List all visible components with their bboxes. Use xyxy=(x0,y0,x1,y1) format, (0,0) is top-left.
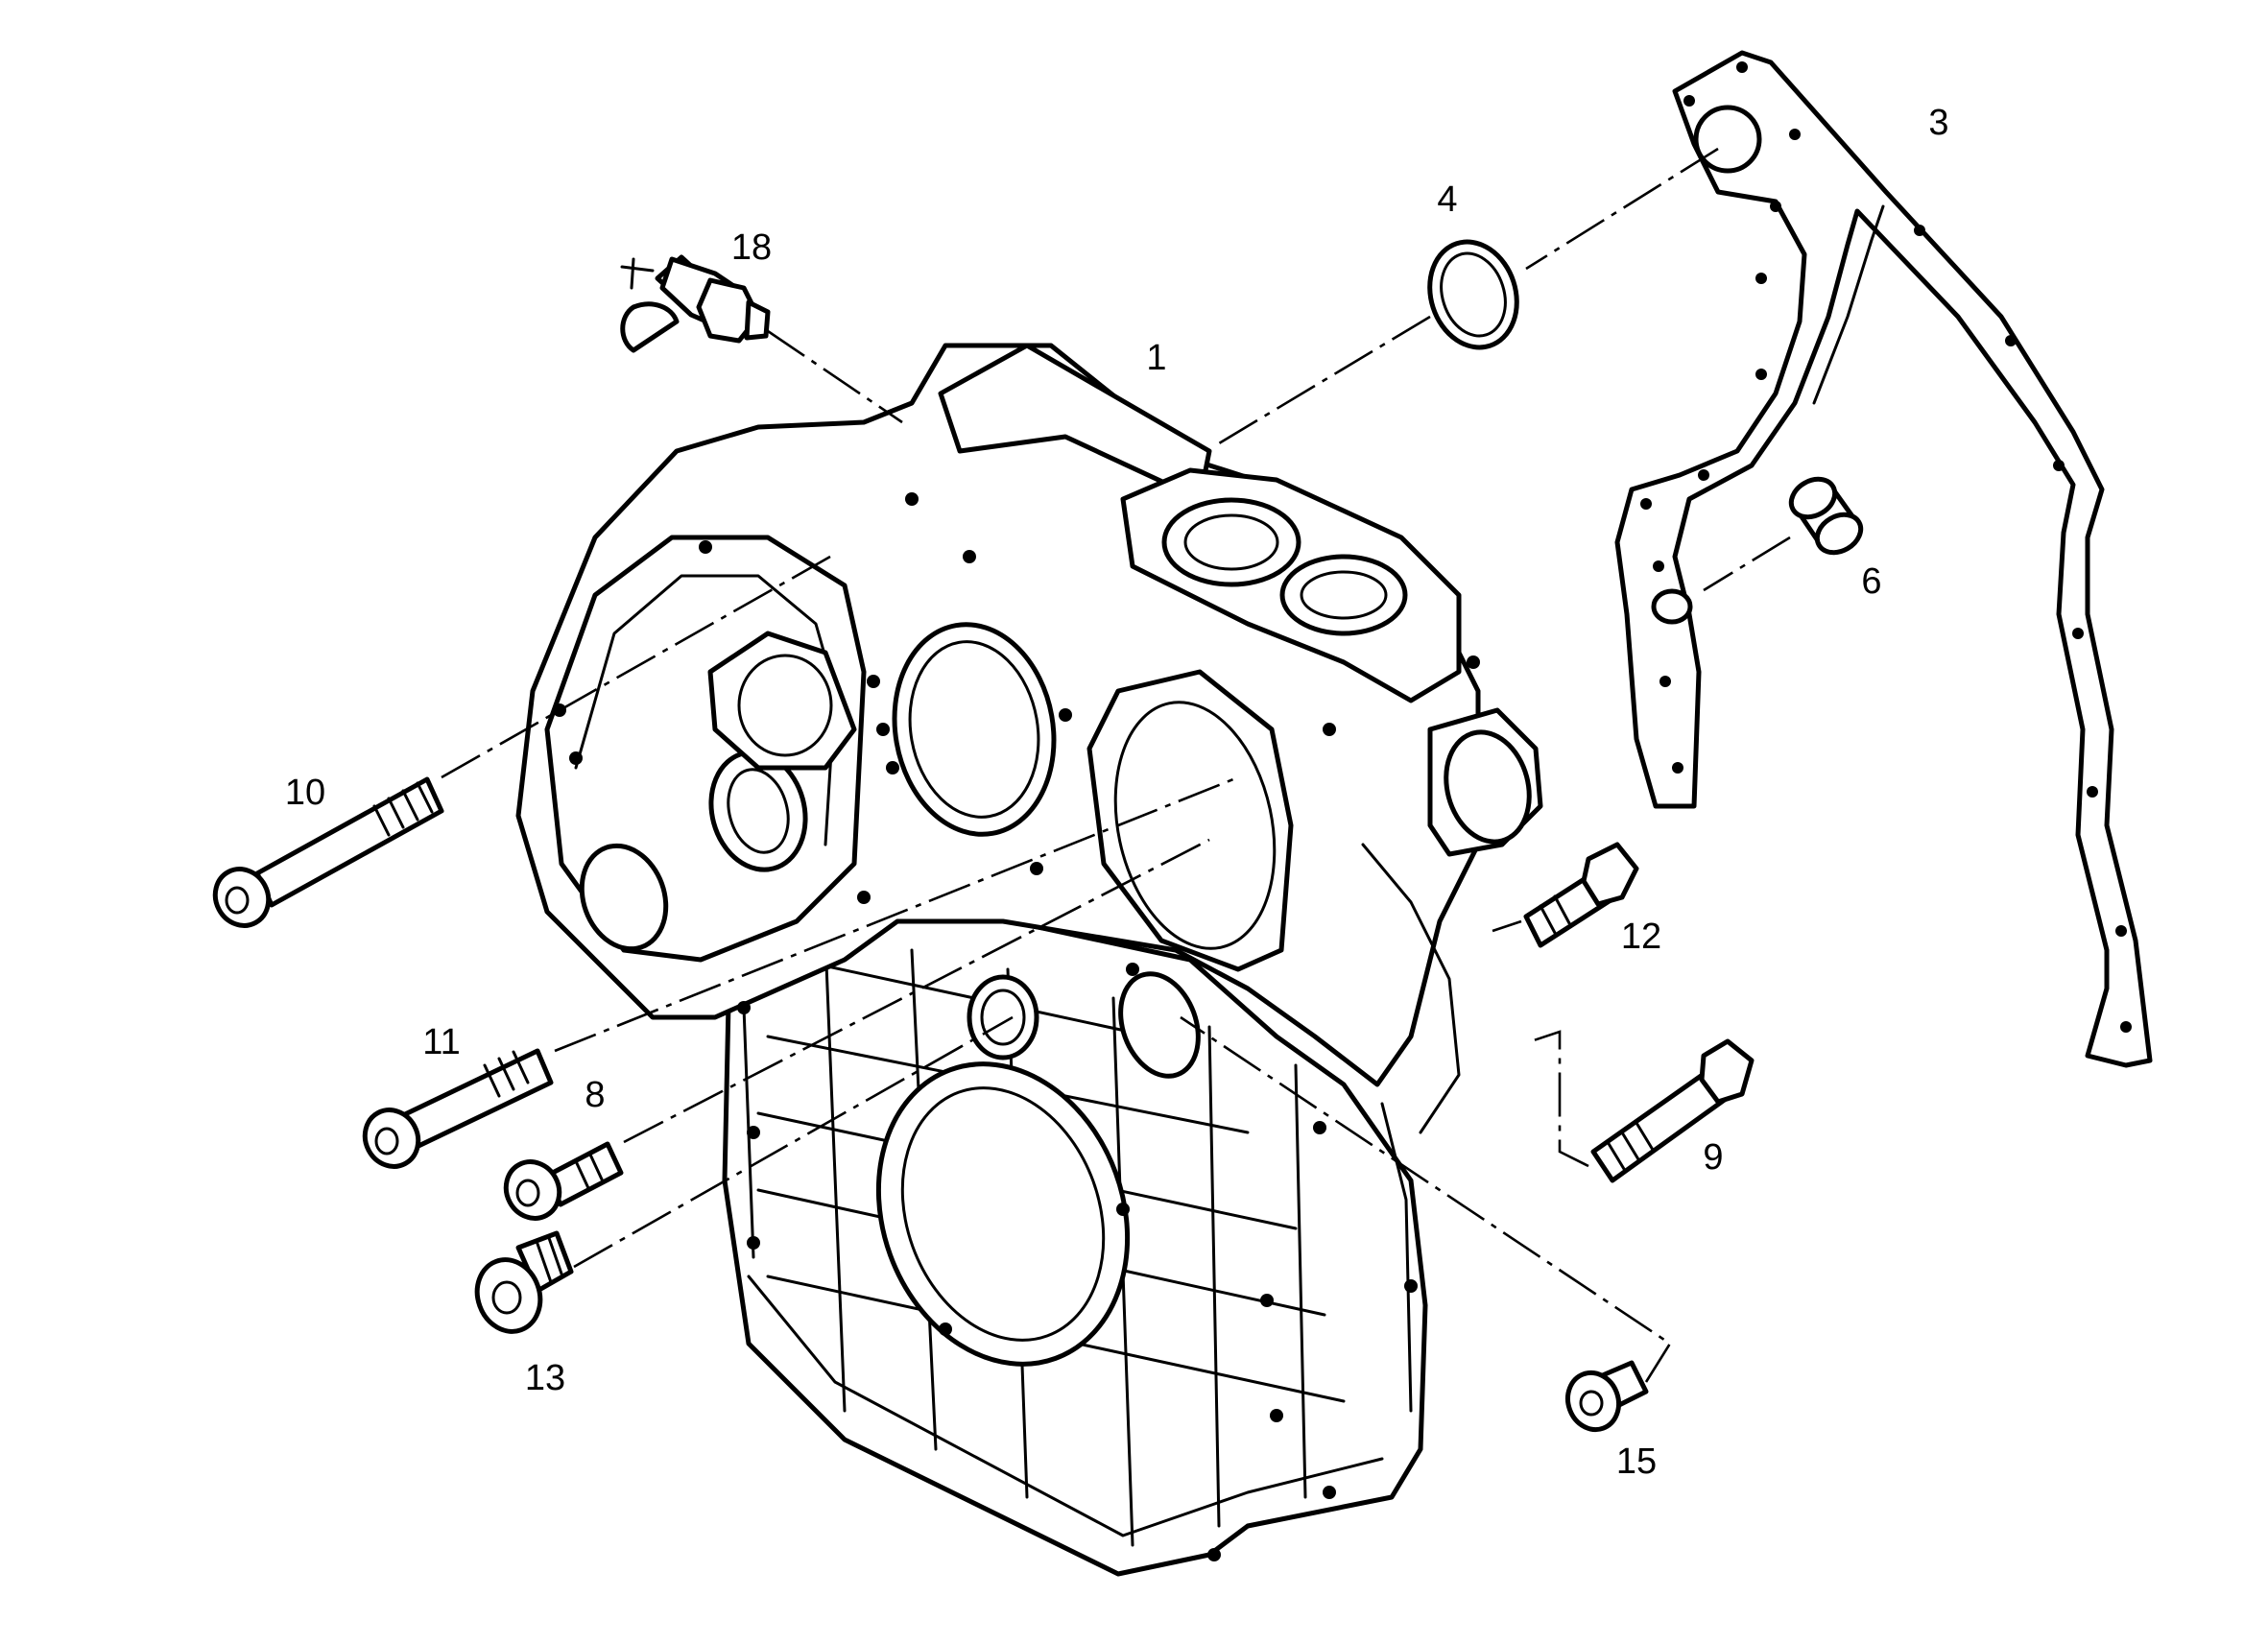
callout-15: 15 xyxy=(1616,1441,1657,1482)
bolt-9-part xyxy=(1590,1038,1755,1183)
callout-4: 4 xyxy=(1437,179,1457,220)
callout-12: 12 xyxy=(1621,917,1661,957)
gasket-part xyxy=(1614,50,2153,1068)
bolt-8-part xyxy=(503,1141,624,1221)
gear-housing-part xyxy=(515,343,1543,1577)
callout-1: 1 xyxy=(1146,338,1166,378)
callout-6: 6 xyxy=(1861,561,1881,602)
plug-13-part xyxy=(474,1230,574,1334)
bolt-10-part xyxy=(212,776,444,928)
leader-3 xyxy=(1525,147,1719,271)
callout-3: 3 xyxy=(1928,103,1948,143)
sensor-part xyxy=(620,254,771,353)
leader-18 xyxy=(767,329,903,424)
leader-12 xyxy=(1492,919,1522,933)
callout-13: 13 xyxy=(525,1358,565,1398)
o-ring-part xyxy=(1427,239,1519,350)
leader-9 xyxy=(1530,1030,1589,1168)
leader-15 xyxy=(1180,1015,1672,1383)
bolt-11-part xyxy=(362,1048,554,1169)
callout-11: 11 xyxy=(422,1022,460,1062)
leader-lines xyxy=(441,147,1791,1383)
leader-13 xyxy=(573,1015,1014,1269)
plug-15-part xyxy=(1565,1360,1649,1433)
callout-10: 10 xyxy=(285,773,325,813)
callout-9: 9 xyxy=(1703,1137,1723,1178)
callouts: 1 3 4 6 8 9 10 11 12 13 15 18 xyxy=(285,103,1949,1482)
bolt-12-part xyxy=(1523,842,1639,948)
leader-6 xyxy=(1703,536,1791,592)
leader-4 xyxy=(1213,315,1431,448)
bushing-part xyxy=(1788,476,1864,556)
leader-11 xyxy=(554,775,1239,1053)
leader-10 xyxy=(441,555,831,779)
leader-8 xyxy=(623,838,1210,1144)
callout-18: 18 xyxy=(731,227,772,268)
callout-8: 8 xyxy=(585,1075,605,1115)
